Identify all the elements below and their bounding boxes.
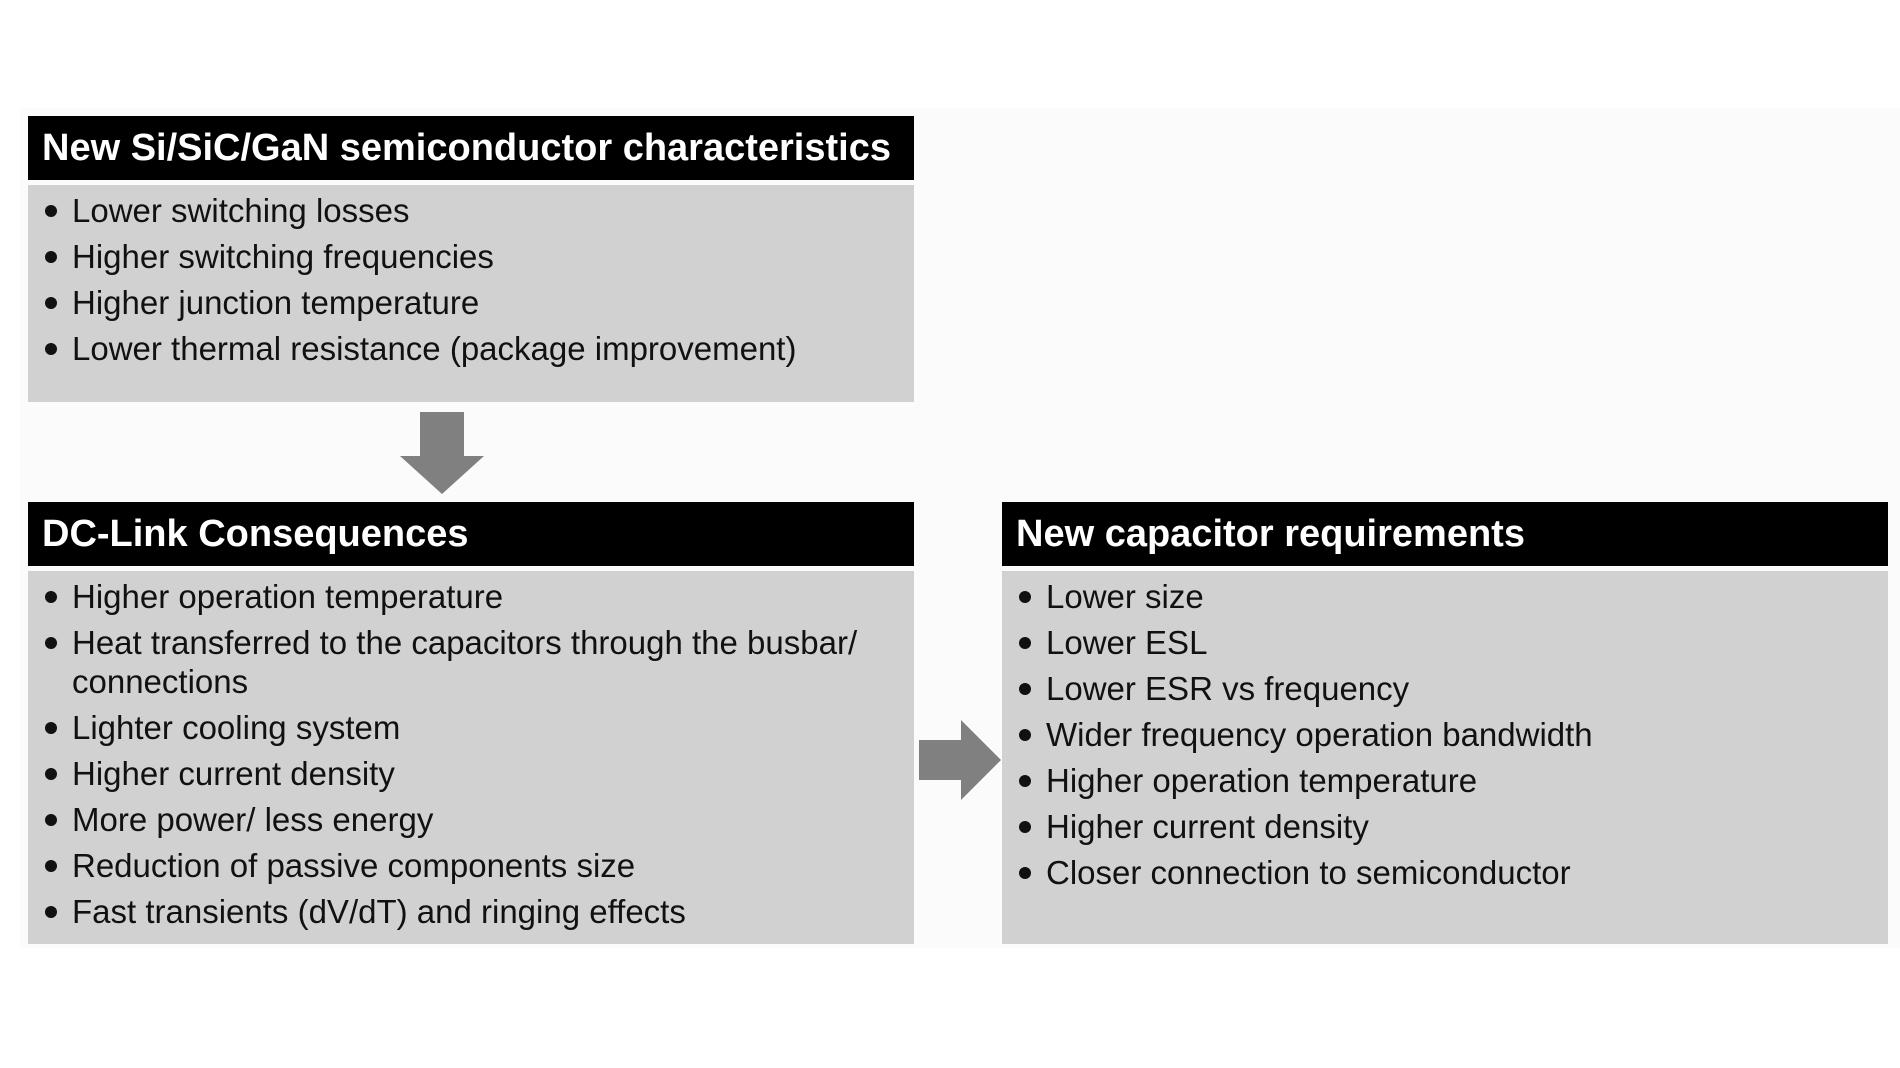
bullet-icon <box>45 637 57 649</box>
list-item: Reduction of passive components size <box>28 846 914 885</box>
list-item: Lighter cooling system <box>28 708 914 747</box>
bullet-icon <box>45 814 57 826</box>
bullet-icon <box>45 768 57 780</box>
list-item: Lower ESL <box>1002 623 1888 662</box>
arrow-down-icon <box>400 412 484 494</box>
list-item: Higher current density <box>1002 807 1888 846</box>
list-item: More power/ less energy <box>28 800 914 839</box>
bullet-icon <box>45 860 57 872</box>
list-item: Higher junction temperature <box>28 283 914 322</box>
list-item-text: Higher operation temperature <box>72 578 504 615</box>
dclink-box-title: DC-Link Consequences <box>28 502 914 566</box>
list-item-text: Lower switching losses <box>72 192 410 229</box>
list-item-text: Higher current density <box>1046 808 1369 845</box>
list-item: Higher operation temperature <box>28 577 914 616</box>
list-item-text: Closer connection to semiconductor <box>1046 854 1571 891</box>
bullet-icon <box>1019 729 1031 741</box>
list-item: Higher current density <box>28 754 914 793</box>
list-item-text: More power/ less energy <box>72 801 434 838</box>
bullet-icon <box>1019 867 1031 879</box>
semiconductor-box: New Si/SiC/GaN semiconductor characteris… <box>28 116 914 402</box>
list-item-text: Lighter cooling system <box>72 709 401 746</box>
list-item-text: Higher current density <box>72 755 395 792</box>
list-item: Lower ESR vs frequency <box>1002 669 1888 708</box>
list-item-text: Lower ESR vs frequency <box>1046 670 1410 707</box>
list-item-text: Higher operation temperature <box>1046 762 1478 799</box>
bullet-icon <box>1019 683 1031 695</box>
list-item-text: Lower size <box>1046 578 1204 615</box>
list-item-text: Higher junction temperature <box>72 284 480 321</box>
bullet-icon <box>45 251 57 263</box>
bullet-icon <box>45 906 57 918</box>
bullet-icon <box>1019 821 1031 833</box>
bullet-icon <box>45 297 57 309</box>
bullet-icon <box>1019 591 1031 603</box>
list-item: Lower thermal resistance (package improv… <box>28 329 914 368</box>
capacitor-box-title: New capacitor requirements <box>1002 502 1888 566</box>
list-item-text: Reduction of passive components size <box>72 847 636 884</box>
bullet-icon <box>45 591 57 603</box>
list-item-text: Lower ESL <box>1046 624 1208 661</box>
dclink-box: DC-Link Consequences Higher operation te… <box>28 502 914 944</box>
list-item-text: Wider frequency operation bandwidth <box>1046 716 1593 753</box>
list-item-text: Lower thermal resistance (package improv… <box>72 330 797 367</box>
list-item-text: Higher switching frequencies <box>72 238 494 275</box>
bullet-icon <box>45 722 57 734</box>
bullet-icon <box>1019 775 1031 787</box>
bullet-icon <box>1019 637 1031 649</box>
list-item: Lower switching losses <box>28 191 914 230</box>
list-item: Fast transients (dV/dT) and ringing effe… <box>28 892 914 931</box>
bullet-icon <box>45 343 57 355</box>
arrow-right-icon <box>919 720 1001 800</box>
list-item: Wider frequency operation bandwidth <box>1002 715 1888 754</box>
bullet-icon <box>45 205 57 217</box>
list-item: Closer connection to semiconductor <box>1002 853 1888 892</box>
list-item: Heat transferred to the capacitors throu… <box>28 623 914 701</box>
list-item: Higher switching frequencies <box>28 237 914 276</box>
semiconductor-box-title: New Si/SiC/GaN semiconductor characteris… <box>28 116 914 180</box>
list-item-text: Heat transferred to the capacitors throu… <box>72 624 858 700</box>
list-item: Lower size <box>1002 577 1888 616</box>
list-item-text: Fast transients (dV/dT) and ringing effe… <box>72 893 686 930</box>
list-item: Higher operation temperature <box>1002 761 1888 800</box>
